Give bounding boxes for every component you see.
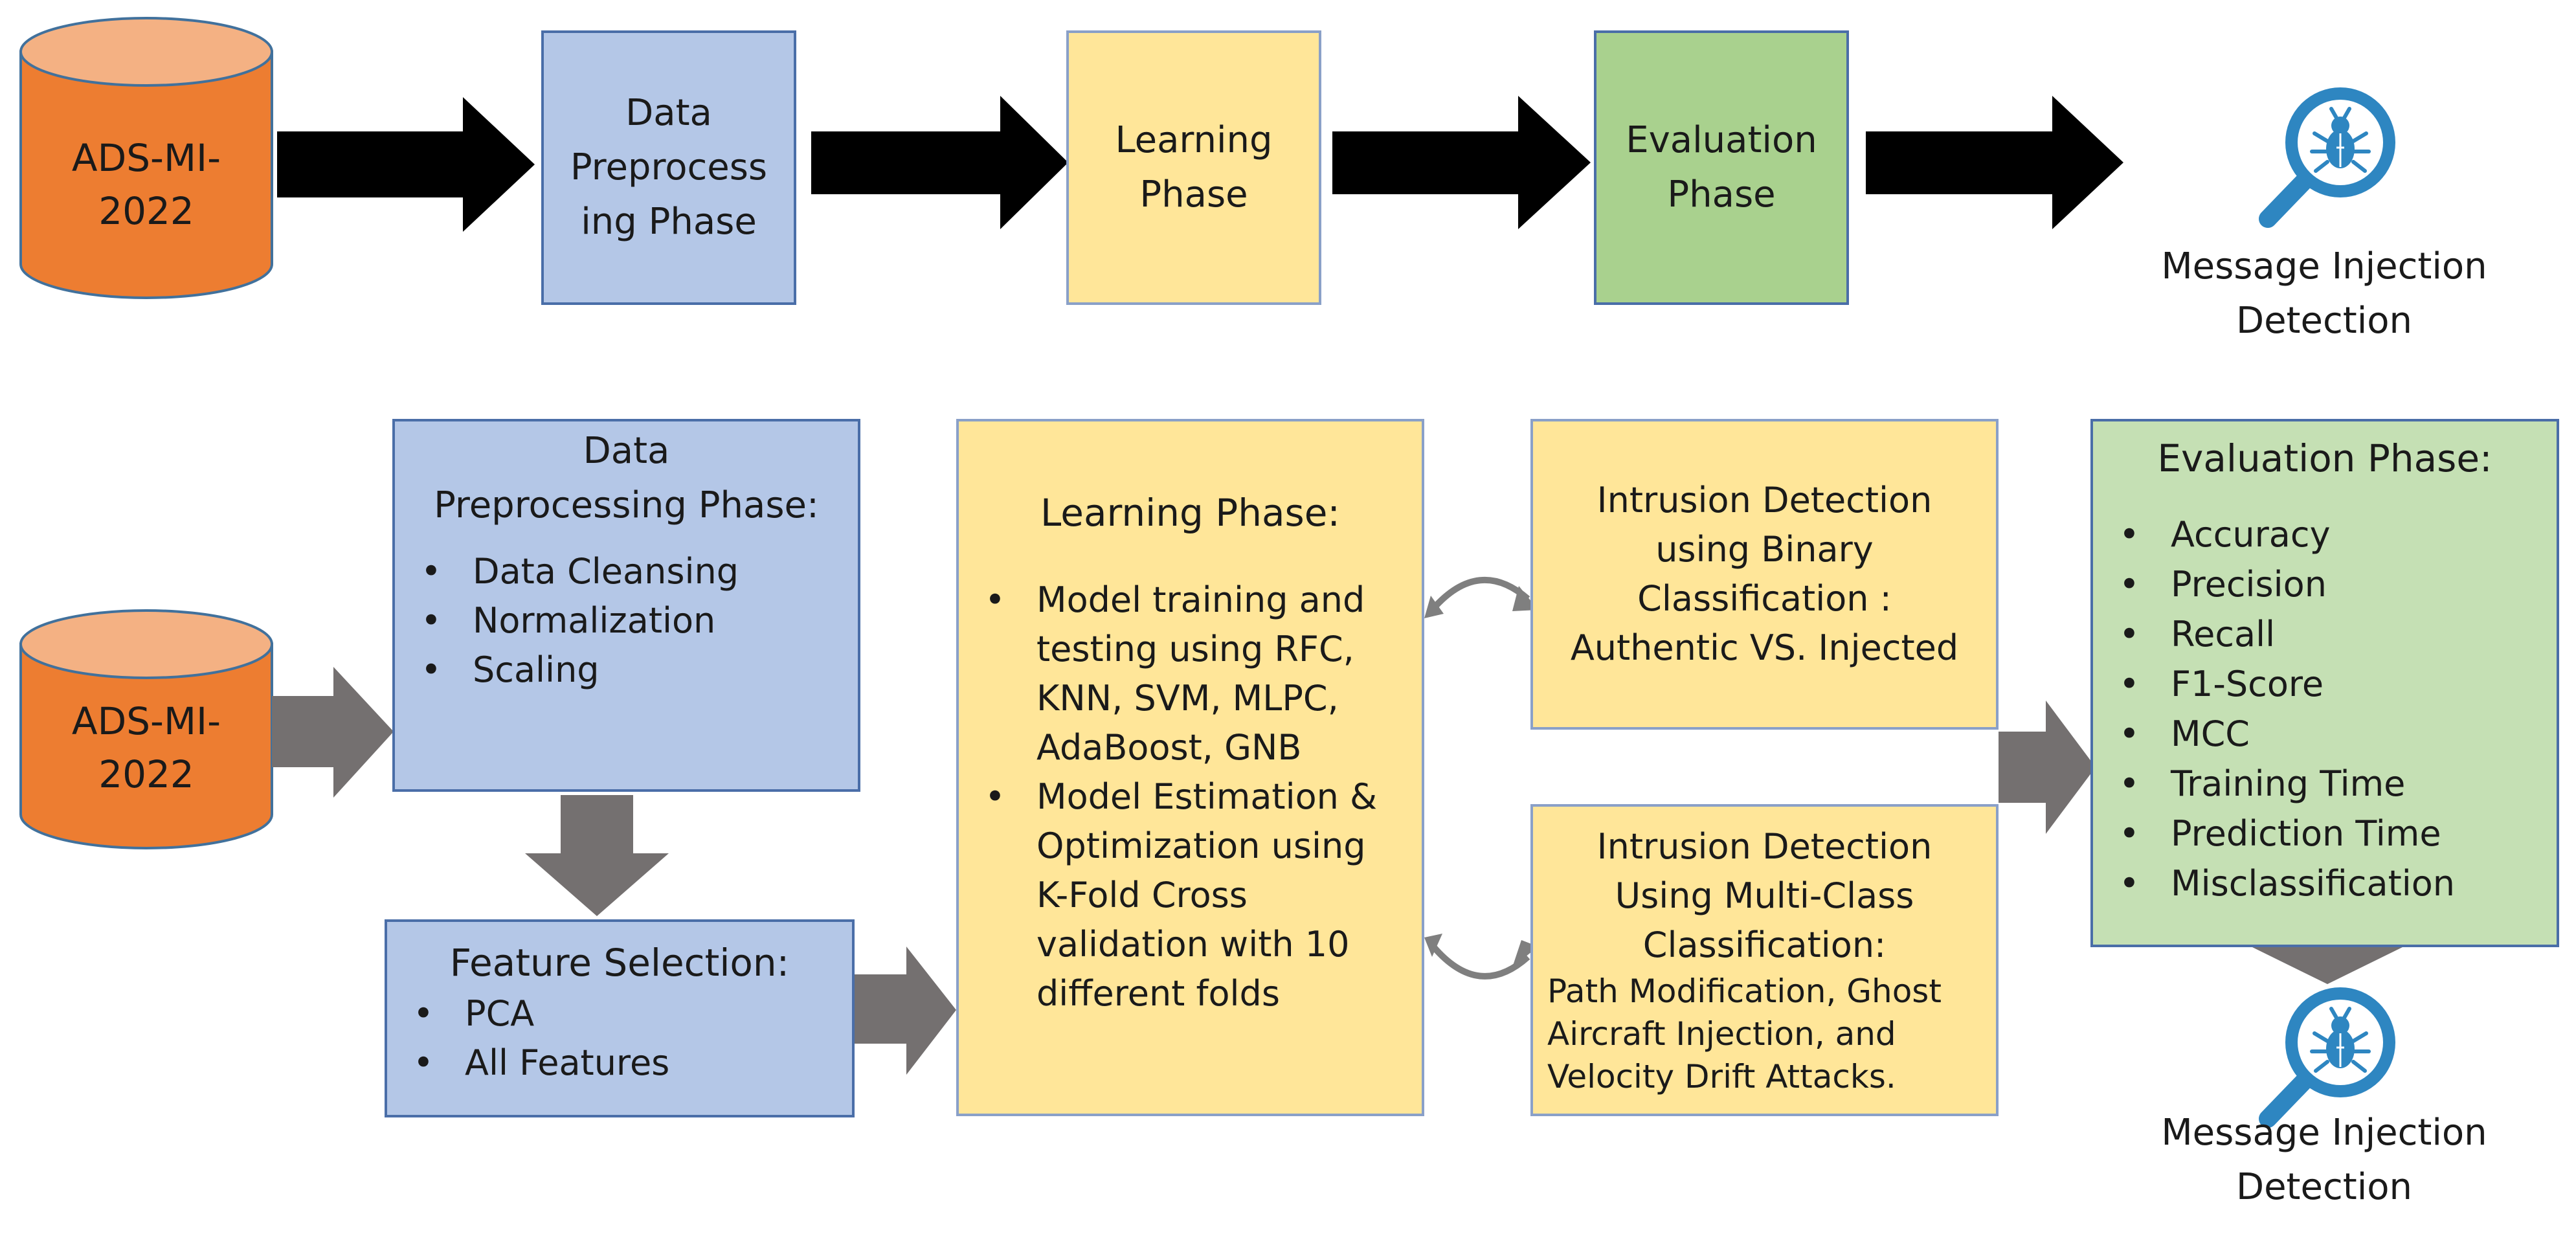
box-line: Data <box>625 92 712 134</box>
list-item: Data Cleansing <box>395 547 858 596</box>
title-line: Data <box>583 430 670 472</box>
arrow-preprocessing-to-feature <box>525 795 669 916</box>
detail-line: Aircraft Injection, and <box>1547 1015 1896 1053</box>
arrow-dataset-to-preprocessing <box>277 97 535 232</box>
box-line: Authentic VS. Injected <box>1570 627 1959 668</box>
dataset-line: ADS-MI- <box>71 136 221 180</box>
list-item: Prediction Time <box>2093 809 2557 858</box>
list-item: Misclassification <box>2093 858 2557 908</box>
box-line: Evaluation <box>1626 119 1817 161</box>
list-item: Accuracy <box>2093 510 2557 559</box>
arrow-evaluation-to-output <box>1866 96 2123 229</box>
list-item: Training Time <box>2093 759 2557 809</box>
label-line: Detection <box>2235 1166 2413 1208</box>
multiclass-detail: Path Modification, Ghost Aircraft Inject… <box>1533 970 1996 1098</box>
arrow-dataset-to-preprocessing-b <box>272 667 394 798</box>
list-item: Recall <box>2093 609 2557 659</box>
evaluation-metrics-list: Accuracy Precision Recall F1-Score MCC T… <box>2093 510 2557 908</box>
label-line: Message Injection <box>2161 245 2487 287</box>
binary-classification-box: Intrusion Detection using Binary Classif… <box>1530 419 1999 730</box>
feature-selection-title: Feature Selection: <box>449 941 790 985</box>
box-line: ing Phase <box>581 201 757 243</box>
top-flow-arrows <box>277 96 2123 232</box>
bottom-flow-arrows <box>272 667 2404 1075</box>
label-line: Message Injection <box>2161 1112 2487 1154</box>
evaluation-detail-box: Evaluation Phase: Accuracy Precision Rec… <box>2090 419 2559 947</box>
multiclass-classification-box: Intrusion Detection Using Multi-Class Cl… <box>1530 804 1999 1116</box>
detail-line: Path Modification, Ghost <box>1547 972 1942 1010</box>
list-item: F1-Score <box>2093 659 2557 709</box>
list-item: All Features <box>387 1038 852 1088</box>
dataset-line: 2022 <box>98 189 194 233</box>
box-line: Learning <box>1115 119 1273 161</box>
dataset-cylinder-bottom <box>19 609 273 849</box>
dataset-line: ADS-MI- <box>71 699 221 743</box>
box-line: using Binary <box>1655 529 1874 570</box>
evaluation-title: Evaluation Phase: <box>2157 436 2492 480</box>
title-line: Using Multi-Class <box>1615 875 1914 916</box>
dataset-label: ADS-MI- 2022 <box>21 690 272 806</box>
learning-title: Learning Phase: <box>1040 491 1340 535</box>
title-line: Intrusion Detection <box>1596 826 1932 867</box>
arrow-evaluation-to-output-b <box>2251 947 2404 984</box>
arrow-preprocessing-to-learning <box>811 96 1068 229</box>
feature-selection-list: PCA All Features <box>387 989 852 1088</box>
list-item: MCC <box>2093 709 2557 759</box>
list-item: Normalization <box>395 596 858 645</box>
preprocessing-steps-list: Data Cleansing Normalization Scaling <box>395 547 858 695</box>
list-item: Scaling <box>395 645 858 695</box>
dataset-label: ADS-MI- 2022 <box>21 110 272 259</box>
curved-arrows <box>1431 576 1530 980</box>
list-item: PCA <box>387 989 852 1038</box>
title-line: Preprocessing Phase: <box>434 484 819 526</box>
box-line: Classification : <box>1637 578 1892 619</box>
arrow-feature-to-learning <box>855 947 956 1075</box>
learning-detail-box: Learning Phase: Model training andtestin… <box>956 419 1424 1116</box>
box-line: Phase <box>1667 174 1776 216</box>
box-line: Preprocess <box>570 146 768 188</box>
bug-magnifier-icon <box>2268 987 2395 1119</box>
box-line: Intrusion Detection <box>1596 480 1932 521</box>
list-item: Model Estimation &Optimization usingK-Fo… <box>959 772 1422 1018</box>
multiclass-title: Intrusion Detection Using Multi-Class Cl… <box>1533 822 1996 970</box>
arrow-learning-to-evaluation <box>1332 96 1591 229</box>
title-line: Classification: <box>1642 925 1887 965</box>
detail-line: Velocity Drift Attacks. <box>1547 1058 1896 1095</box>
box-line: Phase <box>1139 174 1248 216</box>
bug-magnifier-icon <box>2268 87 2395 219</box>
dataset-line: 2022 <box>98 752 194 796</box>
list-item: Precision <box>2093 559 2557 609</box>
feature-selection-box: Feature Selection: PCA All Features <box>385 919 855 1117</box>
arrow-to-evaluation <box>1999 701 2096 834</box>
dataset-cylinder-top <box>19 17 273 299</box>
label-line: Detection <box>2235 300 2413 342</box>
